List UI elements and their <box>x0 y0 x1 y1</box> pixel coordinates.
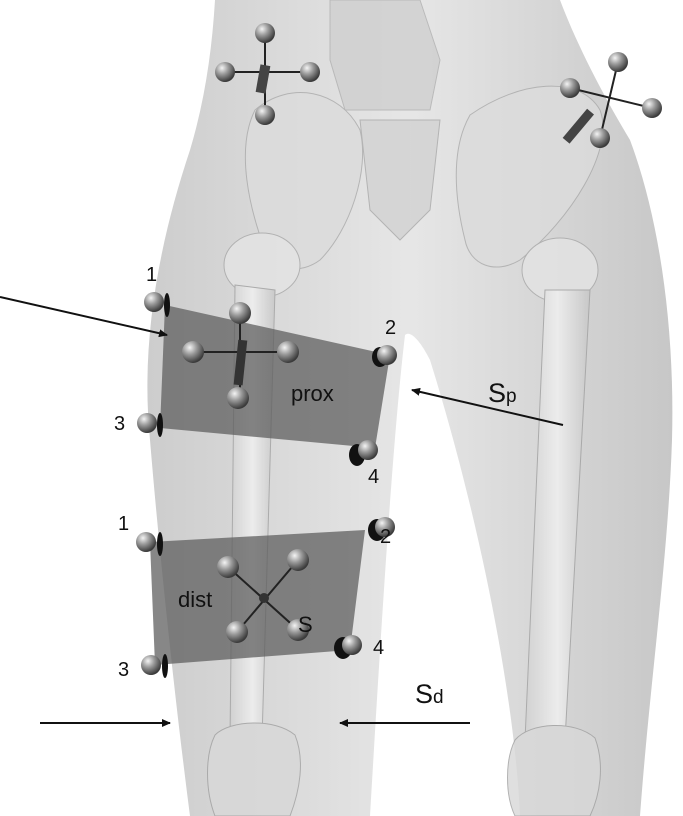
marker-sphere-icon <box>227 387 249 409</box>
marker-sphere-icon <box>226 621 248 643</box>
marker-sphere-icon <box>255 105 275 125</box>
marker-sphere-icon <box>141 655 161 675</box>
sd-label: Sd <box>415 679 444 709</box>
sp-main: S <box>488 378 506 408</box>
arrow-icon <box>0 297 167 335</box>
prox-marker-4-label: 4 <box>368 466 379 488</box>
marker-sphere-icon <box>255 23 275 43</box>
sd-sub: d <box>433 687 444 708</box>
dist-marker-4-label: 4 <box>373 637 384 659</box>
marker-sphere-icon <box>182 341 204 363</box>
prox-segment-label: prox <box>291 381 334 406</box>
marker-sphere-icon <box>642 98 662 118</box>
knee-right <box>508 725 601 816</box>
marker-sphere-icon <box>358 440 378 460</box>
sp-sub: p <box>506 386 517 407</box>
marker-sphere-icon <box>342 635 362 655</box>
spine <box>330 0 440 110</box>
marker-sphere-icon <box>560 78 580 98</box>
dist-marker-2-label: 2 <box>380 526 391 548</box>
dist-marker-1-label: 1 <box>118 513 129 535</box>
marker-sphere-icon <box>377 345 397 365</box>
knee-left <box>208 723 301 816</box>
marker-sphere-icon <box>608 52 628 72</box>
prox-marker-3-label: 3 <box>114 413 125 435</box>
marker-sphere-icon <box>217 556 239 578</box>
marker-sphere-icon <box>277 341 299 363</box>
marker-sphere-icon <box>136 532 156 552</box>
marker-sphere-icon <box>287 549 309 571</box>
marker-sphere-icon <box>300 62 320 82</box>
marker-sphere-icon <box>215 62 235 82</box>
prox-marker-1-label: 1 <box>146 264 157 286</box>
marker-sphere-icon <box>144 292 164 312</box>
marker-sphere-icon <box>229 302 251 324</box>
dist-marker-3-label: 3 <box>118 659 129 681</box>
marker-sphere-icon <box>590 128 610 148</box>
sd-main: S <box>415 679 433 709</box>
cluster-s-label: S <box>298 612 313 637</box>
marker-sphere-icon <box>137 413 157 433</box>
dist-segment-label: dist <box>178 587 212 612</box>
prox-marker-2-label: 2 <box>385 317 396 339</box>
